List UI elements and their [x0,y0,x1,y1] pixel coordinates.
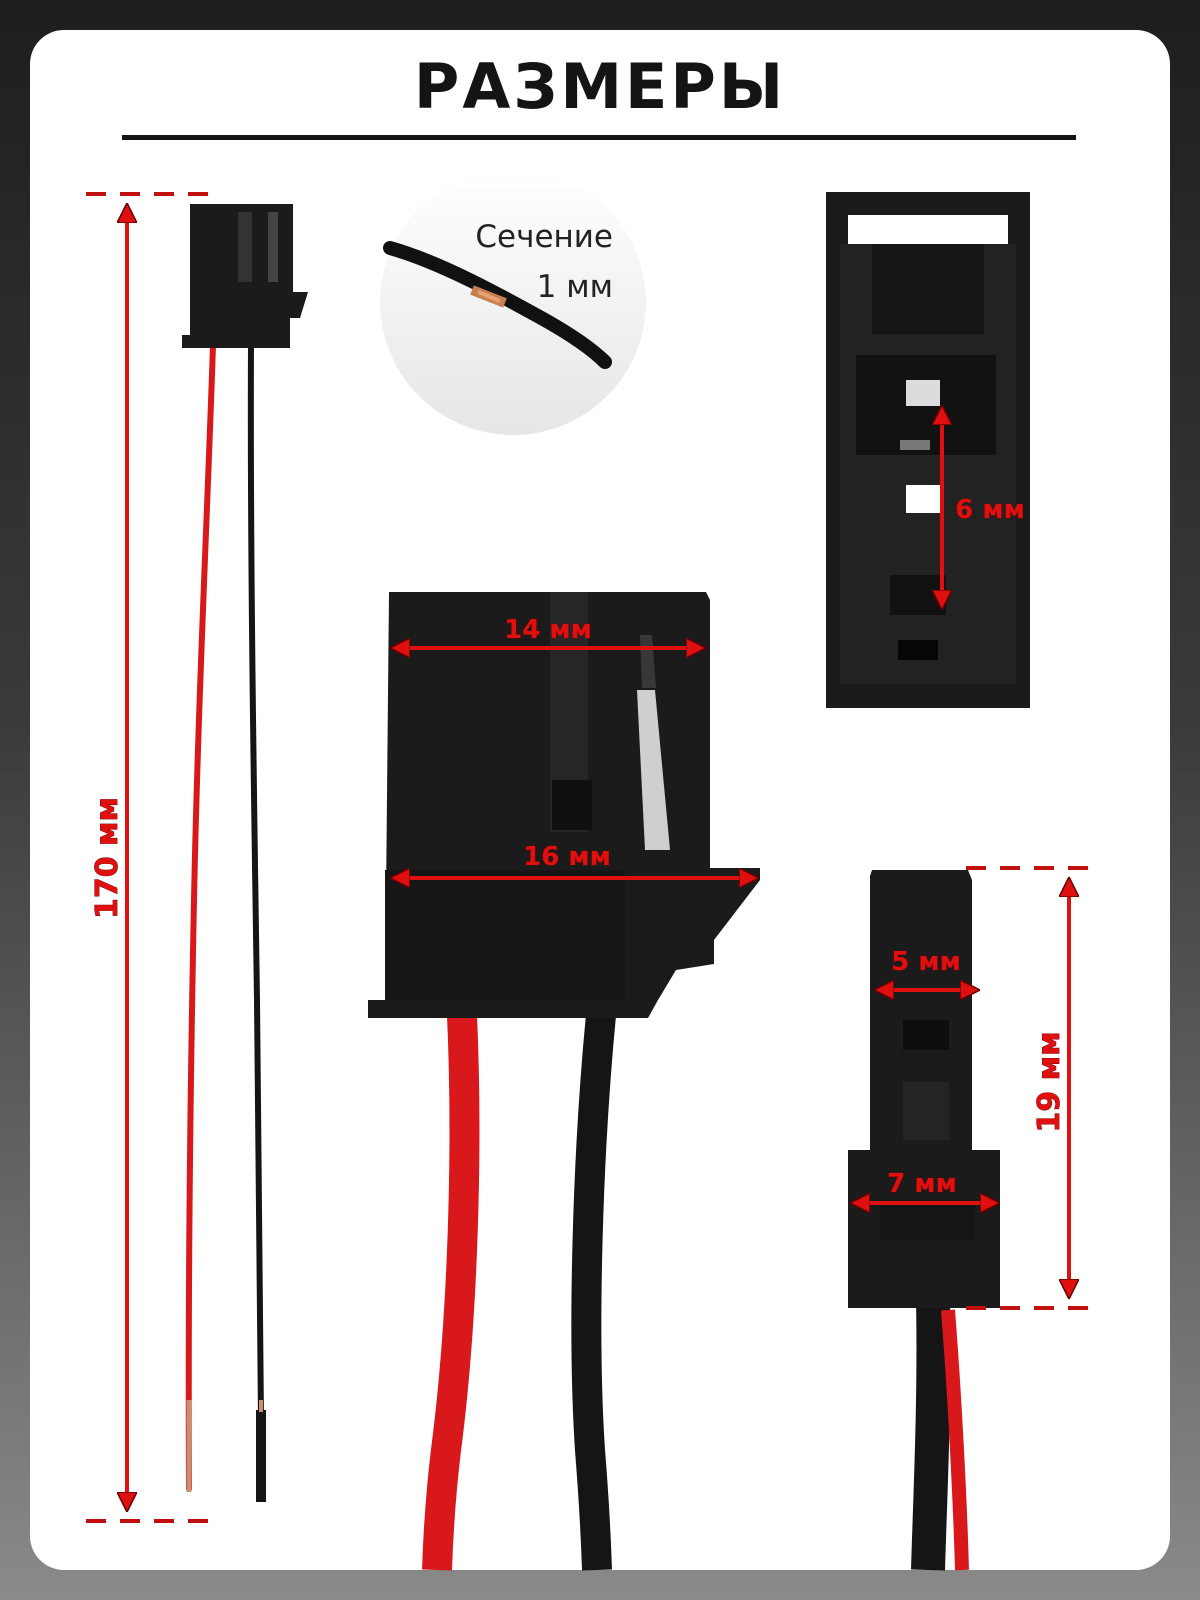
large-black-wire [571,1013,616,1571]
small-red-wire [185,344,216,1491]
dimension-7: 7 мм [852,1169,998,1203]
page-title: РАЗМЕРЫ [413,50,787,123]
cross-section-wire [383,241,612,369]
cross-section-badge: Сечение 1 мм [380,169,646,435]
dimension-16: 16 мм [392,842,757,878]
dimension-5: 5 мм [876,947,978,990]
dimension-14: 14 мм [392,615,704,648]
dimension-16-label: 16 мм [523,842,611,872]
large-cable-assembly [368,592,760,1571]
title-underline [122,135,1076,140]
cross-section-label: Сечение [475,219,613,255]
cross-section-value: 1 мм [537,269,613,305]
dimension-6-label: 6 мм [955,495,1025,525]
dimension-14-label: 14 мм [504,615,592,645]
front-view-connector [826,192,1030,708]
small-cable-assembly [182,204,308,1502]
large-red-wire [422,1014,480,1571]
small-black-wire [247,344,264,1421]
dimension-5-label: 5 мм [891,947,961,977]
dimension-19-label: 19 мм [1032,1031,1067,1132]
dimension-6: 6 мм [942,407,1025,608]
side-view-wires [911,1299,951,1571]
dimension-170: 170 мм [86,192,212,1523]
dimension-170-label: 170 мм [90,797,125,919]
dimension-7-label: 7 мм [887,1169,957,1199]
dimension-19: 19 мм [966,866,1098,1310]
